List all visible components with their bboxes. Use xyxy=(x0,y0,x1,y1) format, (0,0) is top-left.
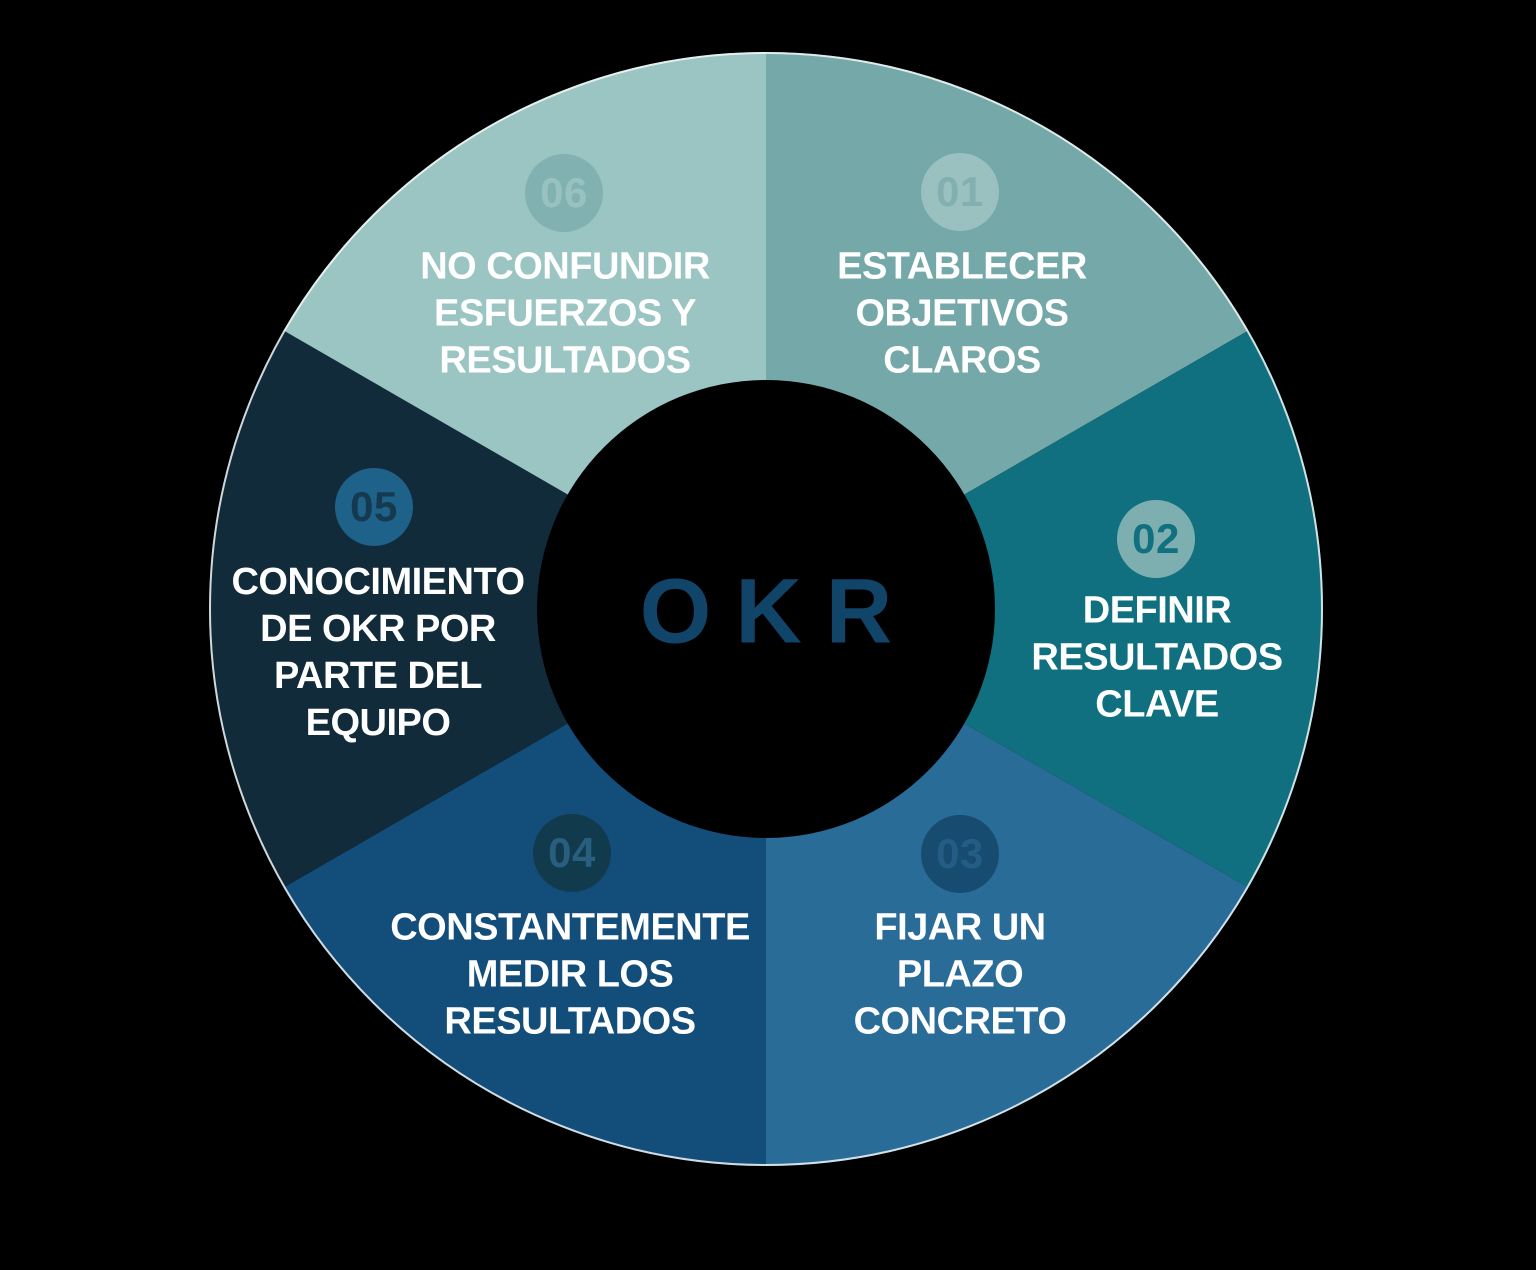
segment-04-badge: 04 xyxy=(533,814,611,892)
label-line: CONOCIMIENTO xyxy=(231,561,525,603)
segment-05-badge: 05 xyxy=(335,468,413,546)
label-line: EQUIPO xyxy=(305,702,451,744)
donut-hole xyxy=(537,380,995,838)
label-line: PARTE DEL xyxy=(273,655,483,697)
segment-05-label: CONOCIMIENTO DE OKR POR PARTE DEL EQUIPO xyxy=(231,559,525,747)
segment-03-number: 03 xyxy=(936,830,984,877)
segment-03-label: FIJAR UN PLAZO CONCRETO xyxy=(854,905,1067,1046)
segment-03-badge: 03 xyxy=(921,815,999,893)
label-line: RESULTADOS xyxy=(439,339,691,382)
outer-ring-outline xyxy=(209,52,1323,1166)
segment-05-wedge xyxy=(208,330,766,888)
center-title: OKR xyxy=(639,560,917,663)
label-line: DE OKR POR xyxy=(260,608,496,650)
label-line: PLAZO xyxy=(896,953,1024,996)
segment-02-number: 02 xyxy=(1132,515,1180,562)
segment-01-label: ESTABLECER OBJETIVOS CLAROS xyxy=(837,244,1087,385)
label-line: NO CONFUNDIR xyxy=(420,245,710,288)
segment-02-badge: 02 xyxy=(1117,500,1195,578)
segment-04-number: 04 xyxy=(548,829,596,876)
segment-02-label: DEFINIR RESULTADOS CLAVE xyxy=(1031,588,1283,729)
segment-04-label: CONSTANTEMENTE MEDIR LOS RESULTADOS xyxy=(390,905,750,1046)
label-line: FIJAR UN xyxy=(874,906,1046,949)
label-line: RESULTADOS xyxy=(1031,636,1283,679)
segment-01-number: 01 xyxy=(936,168,984,215)
segment-02-wedge xyxy=(766,330,1324,888)
label-line: OBJETIVOS xyxy=(855,292,1069,335)
label-line: CONSTANTEMENTE xyxy=(390,906,750,949)
label-line: MEDIR LOS xyxy=(466,953,674,996)
label-line: RESULTADOS xyxy=(444,1000,696,1043)
segment-06-label: NO CONFUNDIR ESFUERZOS Y RESULTADOS xyxy=(420,244,710,385)
label-line: DEFINIR xyxy=(1082,589,1232,632)
label-line: ESFUERZOS Y xyxy=(434,292,696,335)
segment-05-number: 05 xyxy=(350,483,398,530)
label-line: CONCRETO xyxy=(853,1000,1067,1043)
label-line: CLAVE xyxy=(1095,683,1219,726)
label-line: CLAROS xyxy=(883,339,1041,382)
segment-01-badge: 01 xyxy=(921,153,999,231)
label-line: ESTABLECER xyxy=(837,245,1087,288)
segment-06-number: 06 xyxy=(540,169,588,216)
segment-06-badge: 06 xyxy=(525,154,603,232)
